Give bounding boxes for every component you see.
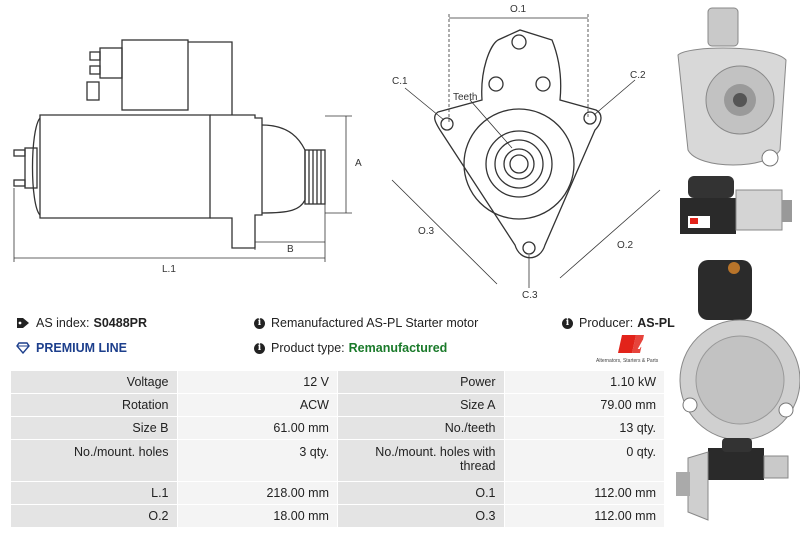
- logo-mark: AS: [637, 337, 656, 352]
- table-row: Rotation ACW Size A 79.00 mm: [10, 393, 665, 417]
- spec-value: 3 qty.: [176, 439, 338, 482]
- dim-c2-label: C.2: [630, 70, 646, 81]
- specifications-table: Voltage 12 V Power 1.10 kW Rotation ACW …: [10, 370, 665, 528]
- mount-hole-c3: [522, 241, 536, 255]
- description-text: Remanufactured AS-PL Starter motor: [271, 316, 479, 330]
- spec-key: O.2: [10, 504, 178, 528]
- table-row: Voltage 12 V Power 1.10 kW: [10, 370, 665, 394]
- spec-value: ACW: [176, 393, 338, 417]
- spec-key: L.1: [10, 481, 178, 505]
- product-type: i Product type: Remanufactured: [254, 341, 447, 355]
- dim-o2-label: O.2: [617, 240, 634, 251]
- photo-rear-view: [679, 260, 800, 441]
- spec-value: 0 qty.: [503, 439, 665, 482]
- spec-key: Size A: [336, 393, 505, 417]
- flange-outline: [434, 29, 602, 259]
- logo-tagline: Alternators, Starters & Parts: [596, 358, 659, 364]
- spec-key: Power: [336, 370, 505, 394]
- as-index-label: AS index:: [36, 316, 90, 330]
- spec-value: 112.00 mm: [503, 481, 665, 505]
- as-index: AS index: S0488PR: [16, 316, 147, 330]
- spec-value: 61.00 mm: [176, 416, 338, 440]
- dim-o3-label: O.3: [418, 226, 435, 237]
- as-pl-logo: AS Alternators, Starters & Parts: [592, 333, 664, 365]
- teeth-label: Teeth: [453, 92, 477, 103]
- producer-value: AS-PL: [637, 316, 675, 330]
- spec-key: No./teeth: [336, 416, 505, 440]
- spec-value: 18.00 mm: [176, 504, 338, 528]
- info-icon: i: [254, 317, 265, 329]
- dim-c3-label: C.3: [522, 290, 538, 300]
- spec-value: 112.00 mm: [503, 504, 665, 528]
- spec-value: 1.10 kW: [503, 370, 665, 394]
- photo-front-view: [677, 7, 787, 167]
- solenoid-body: [121, 39, 189, 111]
- product-type-label: Product type:: [271, 341, 345, 355]
- product-type-value: Remanufactured: [348, 341, 448, 355]
- table-row: No./mount. holes 3 qty. No./mount. holes…: [10, 439, 665, 482]
- photo-side-view: [680, 176, 792, 234]
- spec-key: No./mount. holes with thread: [336, 439, 505, 482]
- drive-housing: [210, 114, 263, 249]
- premium-line: PREMIUM LINE: [16, 341, 127, 355]
- dim-b-label: B: [287, 244, 294, 255]
- technical-drawing: A B L.1 O.1 C.1 C.2 Teeth O.3 O.2 C.3: [13, 4, 661, 300]
- dim-a-label: A: [355, 158, 362, 169]
- product-photos: [676, 7, 800, 521]
- spec-value: 13 qty.: [503, 416, 665, 440]
- diamond-icon: [16, 342, 30, 354]
- photo-angled-view: [676, 438, 789, 521]
- producer: i Producer: AS-PL: [562, 316, 675, 330]
- spec-key: O.1: [336, 481, 505, 505]
- table-row: Size B 61.00 mm No./teeth 13 qty.: [10, 416, 665, 440]
- spec-value: 12 V: [176, 370, 338, 394]
- dim-c1-label: C.1: [392, 76, 408, 87]
- spec-value: 218.00 mm: [176, 481, 338, 505]
- info-icon: i: [562, 317, 573, 329]
- mount-hole-c2: [583, 111, 597, 125]
- spec-key: Voltage: [10, 370, 178, 394]
- producer-label: Producer:: [579, 316, 634, 330]
- table-row: L.1 218.00 mm O.1 112.00 mm: [10, 481, 665, 505]
- mount-hole-c1: [440, 117, 454, 131]
- spec-key: O.3: [336, 504, 505, 528]
- as-index-value: S0488PR: [93, 316, 148, 330]
- motor-body: [39, 114, 211, 219]
- table-row: O.2 18.00 mm O.3 112.00 mm: [10, 504, 665, 528]
- gear-teeth: [494, 139, 544, 189]
- spec-key: Size B: [10, 416, 178, 440]
- description: i Remanufactured AS-PL Starter motor: [254, 316, 478, 330]
- pinion: [304, 149, 326, 205]
- tag-icon: [17, 318, 29, 328]
- solenoid-cap: [99, 47, 123, 79]
- info-icon: i: [254, 342, 265, 354]
- spec-key: No./mount. holes: [10, 439, 178, 482]
- dim-l1-label: L.1: [162, 264, 176, 275]
- spec-key: Rotation: [10, 393, 178, 417]
- premium-line-text: PREMIUM LINE: [36, 341, 127, 355]
- dim-o1-label: O.1: [510, 4, 527, 15]
- spec-value: 79.00 mm: [503, 393, 665, 417]
